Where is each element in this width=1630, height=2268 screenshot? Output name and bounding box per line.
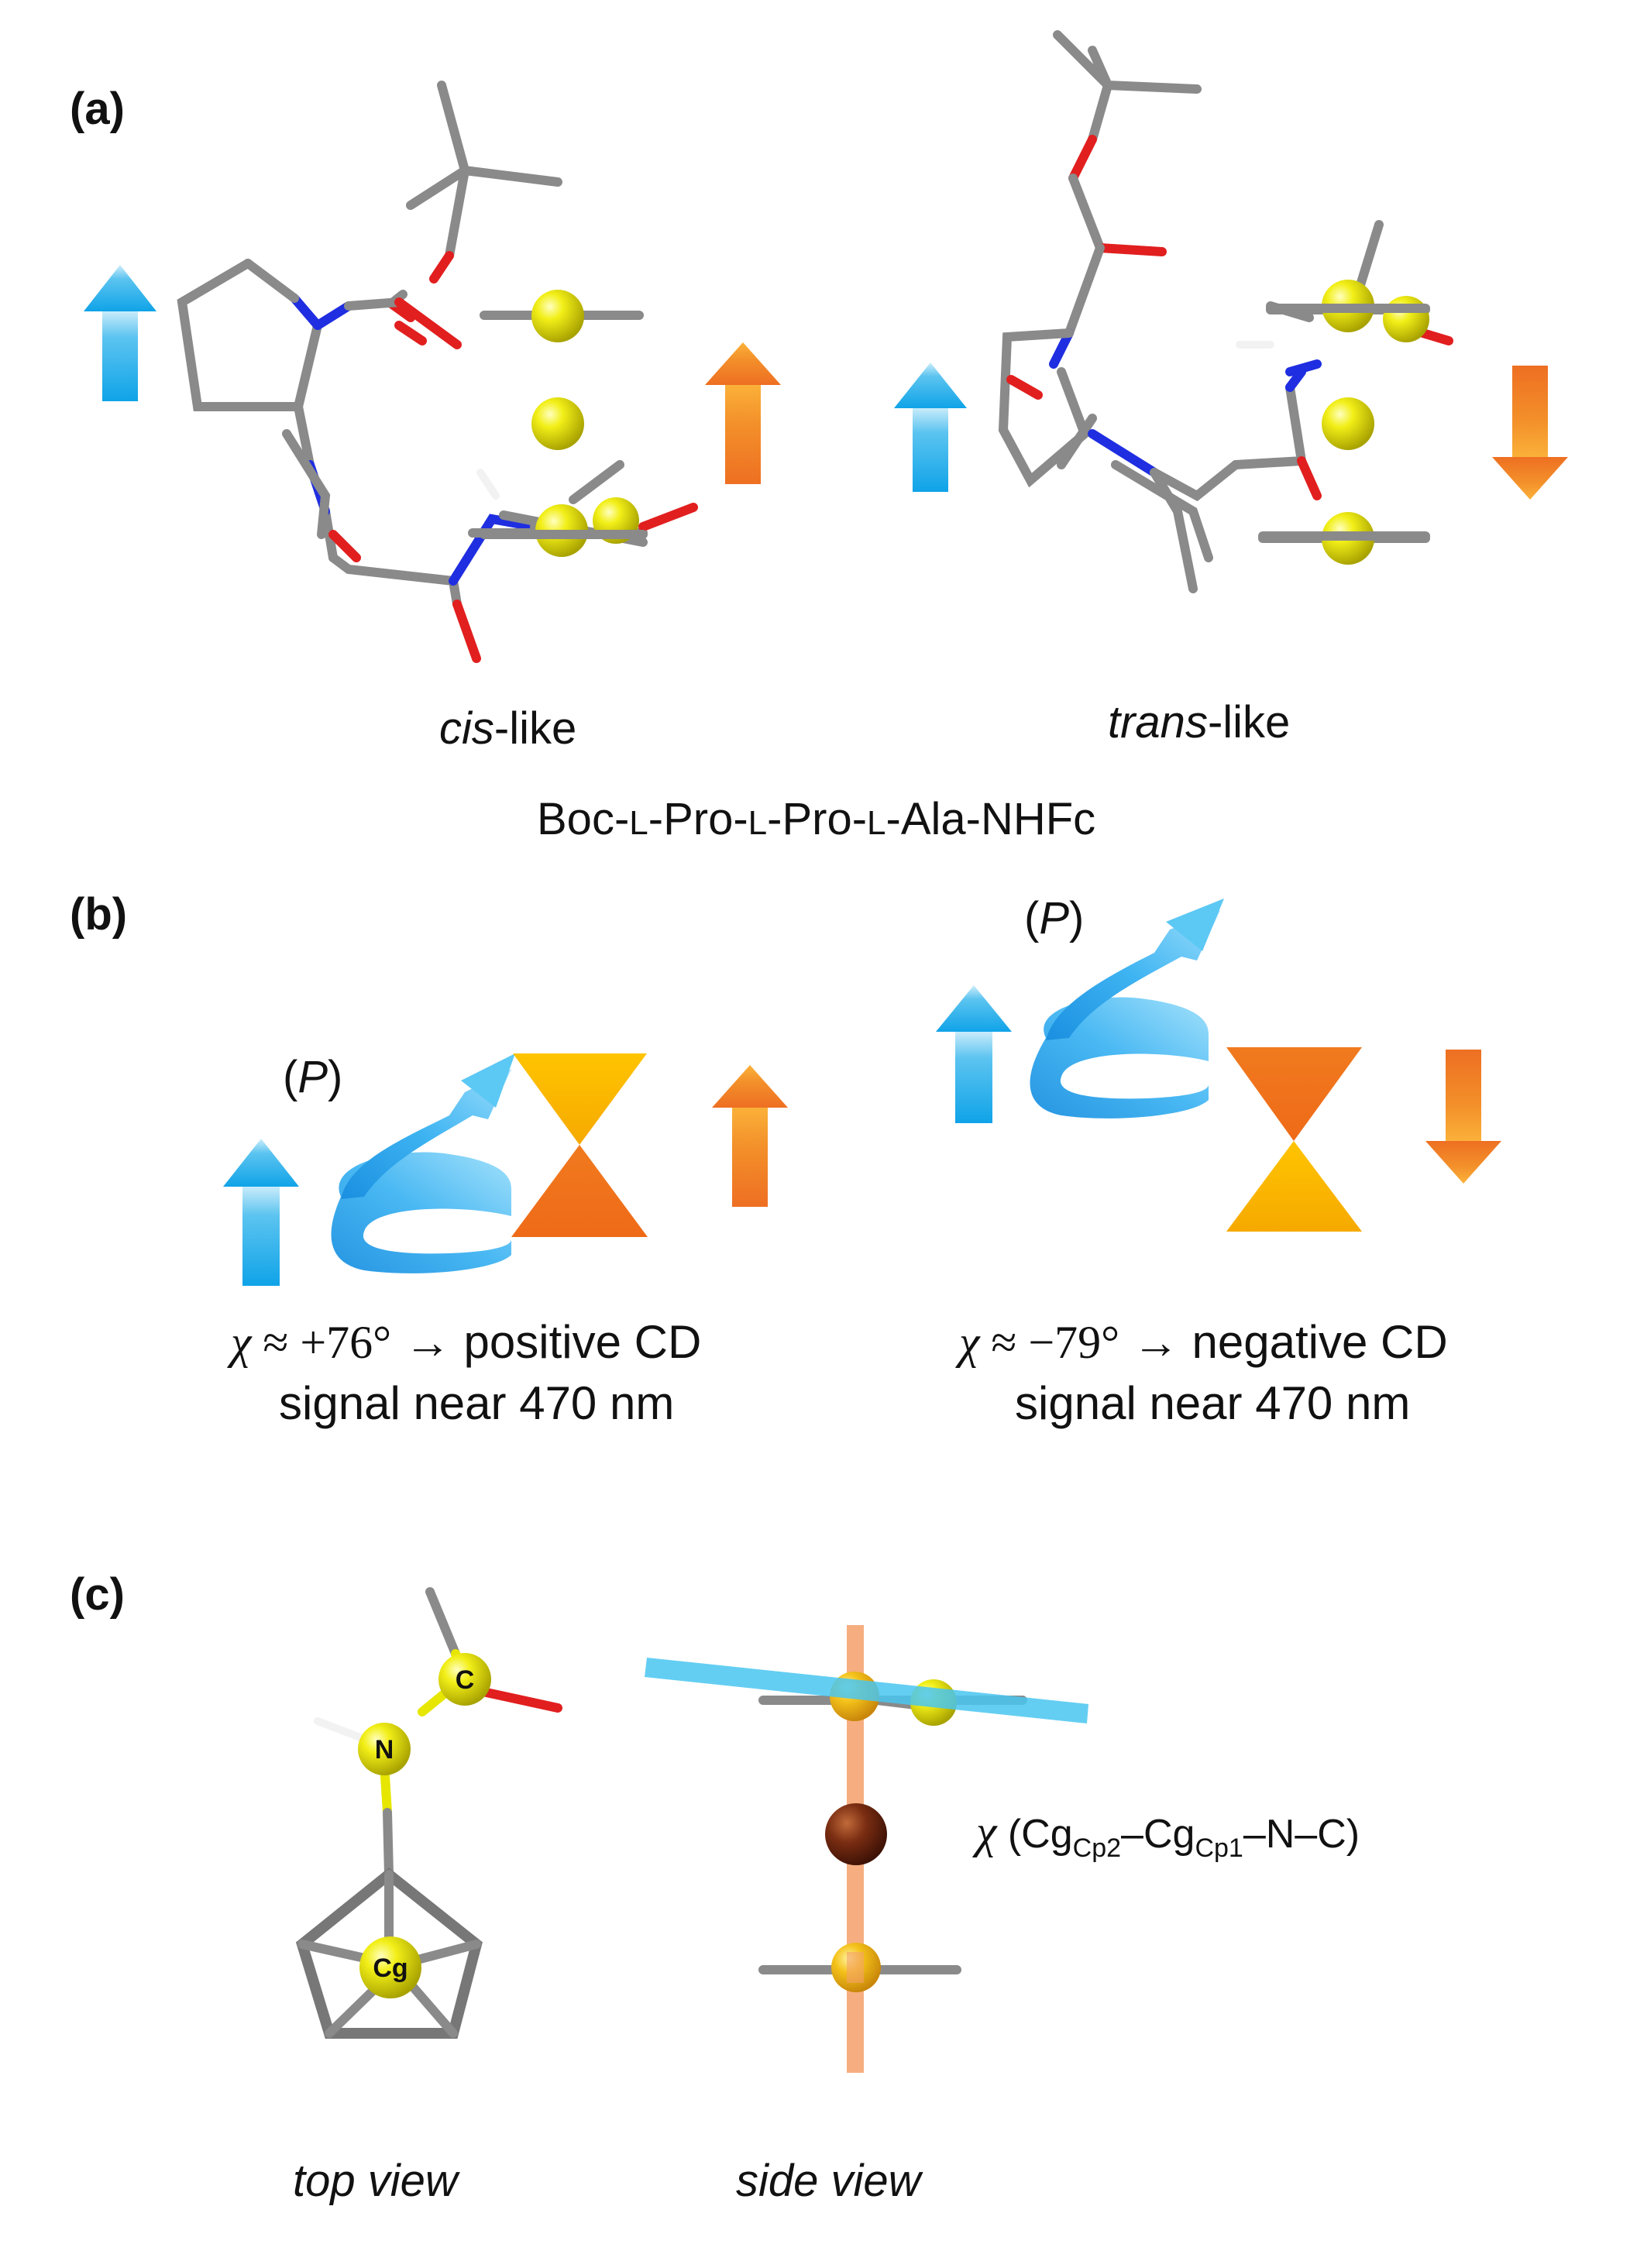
helix-left-handedness: (P)	[283, 1052, 342, 1102]
right-cd-caption-line2: signal near 470 nm	[1015, 1377, 1410, 1429]
atom-n-label: N	[375, 1735, 394, 1765]
panel-b-label: (b)	[70, 889, 127, 940]
trans-like-label: trans-like	[1108, 697, 1290, 747]
ferrocene-bowtie-left	[511, 1053, 648, 1237]
cis-like-label: cis-like	[439, 703, 576, 754]
top-view-label: top view	[293, 2156, 460, 2206]
blue-dipole-arrow-b-left	[223, 1139, 299, 1286]
blue-dipole-arrow-a-left	[84, 265, 156, 401]
atom-c-label: C	[456, 1665, 475, 1695]
cis-cg-sphere-top	[531, 290, 584, 342]
helix-right	[1030, 899, 1224, 1119]
cp-plane	[645, 1658, 1088, 1723]
atom-cg-sphere	[359, 1936, 421, 1998]
orange-dipole-arrow-b-up	[712, 1065, 788, 1207]
atom-n-sphere	[358, 1723, 411, 1775]
atom-cg-label: Cg	[373, 1954, 408, 1983]
ferrocene-bowtie-right	[1226, 1047, 1362, 1232]
top-view-fragment	[295, 1587, 562, 2039]
orange-dipole-arrow-a-down	[1492, 366, 1568, 500]
right-cd-caption-line1: χ ≈ −79° → negative CD	[955, 1316, 1448, 1368]
blue-dipole-arrow-b-right	[936, 985, 1012, 1123]
panel-a-label: (a)	[70, 84, 125, 134]
helix-right-handedness: (P)	[1024, 893, 1084, 943]
dihedral-label: χ (CgCp2–CgCp1–N–C)	[972, 1806, 1360, 1863]
orange-dipole-arrow-b-down	[1425, 1050, 1501, 1184]
blue-dipole-arrow-a-right	[894, 363, 967, 492]
left-cd-caption-line2: signal near 470 nm	[279, 1377, 674, 1429]
cis-like-molecule	[177, 81, 698, 663]
left-cd-caption-line1: χ ≈ +76° → positive CD	[227, 1316, 701, 1368]
orange-dipole-arrow-a-up	[705, 342, 781, 484]
atom-c-sphere	[438, 1653, 491, 1706]
trans-fe-sphere	[1322, 397, 1374, 450]
axis-bar-overlay	[847, 1952, 864, 1983]
side-view-label: side view	[736, 2156, 923, 2206]
cis-fe-sphere	[531, 397, 584, 450]
trans-n-sphere	[1383, 296, 1429, 342]
compound-name: Boc-L-Pro-L-Pro-L-Ala-NHFc	[537, 794, 1095, 844]
fe-atom	[825, 1803, 887, 1865]
panel-c-label: (c)	[70, 1569, 125, 1620]
helix-left	[331, 1053, 515, 1273]
